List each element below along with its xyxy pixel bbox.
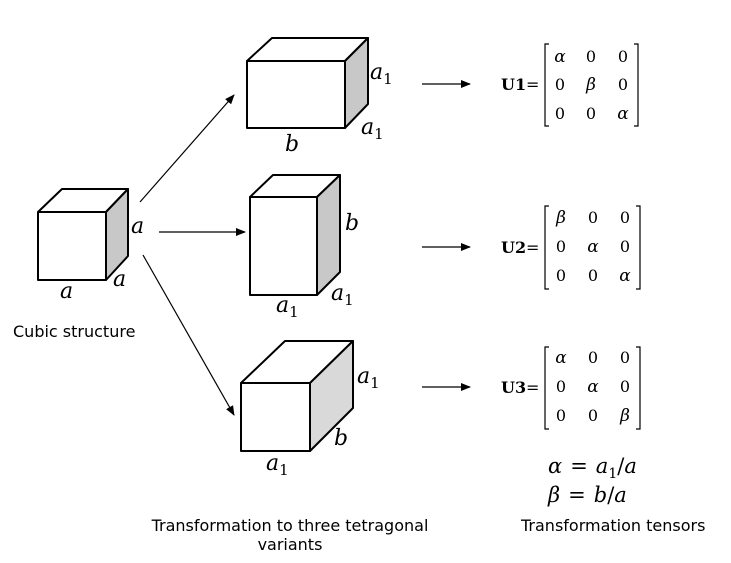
variant3-height-label: a1 (357, 364, 380, 392)
tensor-u1-left-bracket (544, 43, 549, 127)
tensor-u3-r3c2: 0 (588, 406, 598, 425)
variant3-depth-label: b (334, 426, 348, 451)
arrow-to-variant3 (142, 254, 235, 416)
variant2-bottom-label: a1 (276, 293, 299, 321)
tensor-u3-r3c1: 0 (556, 406, 566, 425)
variant2-side-face (316, 174, 341, 296)
tensor-u1-r1c2: 0 (586, 47, 596, 66)
tensor-u3-r1c1: α (555, 348, 567, 368)
cube-front-face (37, 211, 107, 281)
alpha-relation: α=a1/a (548, 454, 637, 482)
cube-depth-label: a (113, 267, 126, 292)
tensor-u1-r1c3: 0 (618, 47, 628, 66)
tensor-u1-right-bracket (634, 43, 639, 127)
variant3-box (240, 340, 354, 452)
tensor-u3-r2c3: 0 (620, 377, 630, 396)
tensor-u1-r2c3: 0 (618, 75, 628, 94)
variant2-height-label: b (345, 211, 359, 236)
cubic-structure-caption: Cubic structure (13, 322, 136, 341)
transformation-caption-line2: variants (257, 535, 323, 554)
tensor-u1-r3c2: 0 (586, 104, 596, 123)
tensor-u2-r3c3: α (619, 266, 631, 286)
variant1-bottom-label: b (285, 132, 299, 157)
transformation-caption: Transformation to three tetragonal varia… (140, 516, 440, 554)
beta-relation: β=b/a (547, 483, 627, 507)
variant3-bottom-label: a1 (266, 451, 289, 479)
cube-height-label: a (131, 214, 144, 239)
tensor-u2-left-bracket (544, 205, 549, 290)
tensor-u3-r1c2: 0 (588, 348, 598, 367)
tensor-u2-right-bracket (636, 205, 641, 290)
tensor-u3-r2c1: 0 (556, 377, 566, 396)
tensor-u3-equals: = (526, 378, 539, 397)
tensor-u1-r2c1: 0 (555, 75, 565, 94)
tensor-u3-left-bracket (544, 346, 549, 430)
variant1-front-face (246, 60, 346, 129)
variant1-height-label: a1 (370, 60, 393, 88)
tensor-u1-name: U1 (501, 75, 526, 94)
tensor-u3-name: U3 (501, 378, 526, 397)
tensor-u2-r1c2: 0 (588, 208, 598, 227)
tensor-u1-r3c3: α (617, 104, 629, 124)
variant1-box (246, 37, 369, 129)
tensor-u2-r2c3: 0 (620, 237, 630, 256)
cubic-structure-box (37, 188, 129, 281)
tensor-u1-r2c2: β (585, 75, 596, 95)
tensor-u1-equals: = (526, 75, 539, 94)
tensor-u3-r1c3: 0 (620, 348, 630, 367)
tensor-u2-r3c1: 0 (556, 266, 566, 285)
variant2-box (249, 174, 341, 296)
tensor-u2-r2c2: α (587, 237, 599, 257)
tensor-u2-r2c1: 0 (556, 237, 566, 256)
variant3-front-face (240, 382, 311, 452)
variant2-depth-label: a1 (331, 281, 354, 309)
tensors-caption: Transformation tensors (521, 516, 706, 535)
tensor-u1-r3c1: 0 (555, 104, 565, 123)
arrow-to-variant1 (139, 94, 235, 203)
tensor-u2-r1c3: 0 (620, 208, 630, 227)
tensor-u3-r2c2: α (587, 377, 599, 397)
tensor-u2: U2 = β 0 0 0 α 0 0 0 α (501, 205, 641, 290)
transformation-caption-line1: Transformation to three tetragonal (151, 516, 429, 535)
tensor-u1-r1c1: α (554, 47, 566, 67)
variant2-front-face (249, 196, 318, 296)
tensor-u2-r3c2: 0 (588, 266, 598, 285)
tensor-u2-name: U2 (501, 238, 526, 257)
tensor-u2-r1c1: β (555, 208, 566, 228)
cube-bottom-label: a (60, 279, 73, 304)
variant1-depth-label: a1 (361, 115, 384, 143)
tensor-u2-equals: = (526, 238, 539, 257)
tensor-u3-r3c3: β (619, 406, 630, 426)
tensor-u3-right-bracket (636, 346, 641, 430)
tensor-u1: U1 = α 0 0 0 β 0 0 0 α (501, 43, 639, 127)
tensor-u3: U3 = α 0 0 0 α 0 0 0 β (501, 346, 641, 430)
